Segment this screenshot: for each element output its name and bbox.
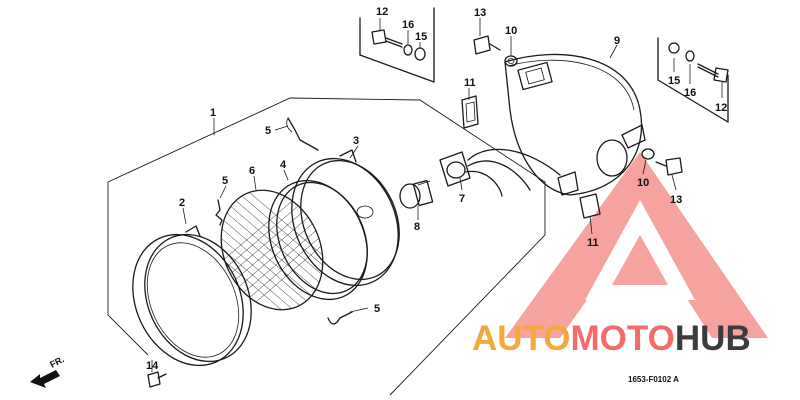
label-screw-right: 13 [670,194,682,206]
label-lens: 6 [249,165,255,177]
watermark-logo [505,152,768,338]
label-spring-lower: 5 [374,303,380,315]
label-spacer-left: 16 [402,19,414,31]
screw-bottom [147,371,167,388]
spring-upper [286,117,319,151]
socket [439,148,561,197]
label-frame: 1 [210,107,216,119]
label-screw-bottom: 14 [146,360,159,372]
watermark-text: AUTOMOTOHUB [472,319,751,358]
label-rim-ring: 2 [179,197,185,209]
watermark-auto: AUTO [472,319,571,358]
bolt-bracket-left [359,7,435,83]
clip-right [579,193,601,219]
screw-top [473,35,501,55]
label-spacer-right: 16 [684,87,696,99]
label-bolt-right: 12 [715,102,727,114]
drawing-code: 1653-F0102 A [628,375,679,384]
label-clip-top: 11 [464,77,476,89]
nut-right [641,148,655,160]
front-direction-arrow: FR. [30,354,66,388]
clip-top [461,95,479,129]
watermark-hub: HUB [675,319,751,358]
spring-left [215,199,223,226]
label-bulb: 8 [414,221,420,233]
leader-lines [151,18,723,372]
label-inner-ring: 4 [280,159,287,171]
headlight-case [504,53,646,196]
label-bolt-left: 12 [376,6,388,18]
spring-lower [327,311,353,325]
assembly-frame [107,97,546,396]
label-screw-top: 13 [474,7,486,19]
bolt-bracket-right [657,37,729,123]
label-spring-left: 5 [222,175,228,187]
watermark-moto: MOTO [571,319,675,358]
rim-ring [132,225,252,367]
inner-ring [268,179,368,301]
label-socket: 7 [459,193,465,205]
label-nut-right: 10 [637,177,649,189]
label-washer-right: 15 [668,75,680,87]
front-label: FR. [48,354,65,370]
label-washer-left: 15 [415,31,427,43]
screw-right [655,157,683,176]
bulb [399,179,434,209]
mount-ring [291,149,400,287]
label-clip-right: 11 [587,237,599,249]
label-case: 9 [614,35,620,47]
bolt-right-group [668,42,729,83]
label-nut-top: 10 [505,25,517,37]
label-spring-upper: 5 [265,125,271,137]
label-mount-ring: 3 [353,135,359,147]
